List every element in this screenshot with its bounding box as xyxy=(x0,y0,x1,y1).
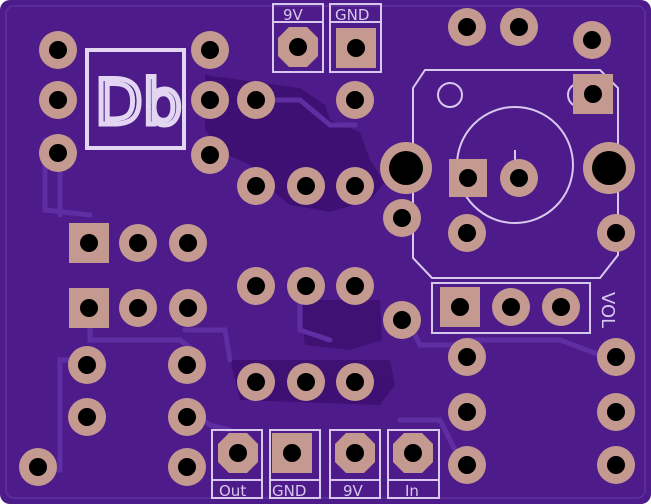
label-vol: VOL xyxy=(597,292,618,328)
pads xyxy=(19,8,635,486)
logo-text: Db xyxy=(95,66,182,139)
nine-v-frame xyxy=(329,429,381,499)
in-frame xyxy=(387,429,440,499)
out-frame xyxy=(211,429,263,499)
logo-frame xyxy=(85,48,186,150)
vol-header-frame xyxy=(431,282,591,334)
top-9v-frame xyxy=(272,3,324,73)
drill-holes xyxy=(29,18,626,476)
label-gnd: GND xyxy=(272,482,306,500)
top-gnd-frame xyxy=(329,3,382,73)
label-top-9v: 9V xyxy=(283,6,304,24)
label-out: Out xyxy=(219,482,246,500)
board-outline xyxy=(5,5,646,499)
label-in: In xyxy=(405,482,419,500)
label-top-gnd: GND xyxy=(335,6,369,24)
pot-mount-left xyxy=(437,82,463,108)
label-9v: 9V xyxy=(343,482,364,500)
gnd-frame xyxy=(269,429,321,499)
